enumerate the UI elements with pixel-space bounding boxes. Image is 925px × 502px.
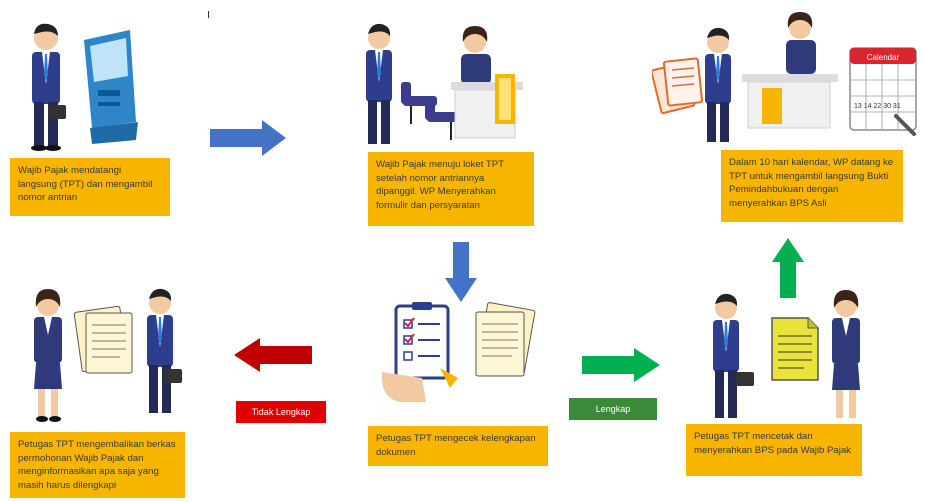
complete-label: Lengkap: [569, 398, 657, 420]
calendar-title: Calendar: [867, 53, 900, 62]
step-5-box: Petugas TPT mengecek kelengkapan dokumen: [368, 426, 548, 466]
queue-kiosk-illustration: [31, 23, 138, 151]
arrow-down-blue: [445, 242, 477, 302]
calendar-numbers: 13 14 22 30 31: [854, 103, 901, 110]
officer-woman-figure: [34, 289, 62, 422]
calendar-icon: Calendar 13 14 22 30 31: [849, 47, 917, 136]
step-6-box: Petugas TPT mencetak dan menyerahkan BPS…: [686, 424, 862, 476]
arrow-right-green: [582, 348, 660, 382]
waiting-chairs: [401, 82, 463, 140]
officer-woman-figure: [786, 12, 816, 74]
step-2-box: Wajib Pajak menuju loket TPT setelah nom…: [368, 152, 534, 226]
service-counter: [451, 74, 523, 139]
pickup-calendar-illustration: Calendar 13 14 22 30 31: [652, 12, 917, 142]
checklist-illustration: [381, 302, 536, 402]
text-cursor-mark: [208, 11, 209, 18]
return-documents-illustration: [34, 288, 182, 422]
arrow-right-blue: [210, 120, 286, 156]
documents-icon: [475, 302, 536, 377]
businessman-figure: [366, 23, 392, 144]
businessman-figure: [31, 23, 66, 151]
step-3-box: Dalam 10 hari kalendar, WP datang ke TPT…: [721, 150, 903, 222]
service-counter: [742, 74, 838, 129]
step-1-box: Wajib Pajak mendatangi langsung (TPT) da…: [10, 158, 170, 216]
businessman-figure: [705, 27, 731, 142]
bps-document-icon: [771, 317, 819, 381]
documents-icon: [73, 305, 133, 374]
officer-woman-figure: [461, 26, 491, 84]
businessman-figure: [147, 288, 182, 413]
documents-icon: [652, 57, 704, 115]
officer-woman-figure: [832, 290, 860, 418]
counter-meeting-illustration: [366, 23, 523, 144]
businessman-figure: [713, 293, 754, 418]
arrow-left-red: [234, 338, 312, 372]
incomplete-label: Tidak Lengkap: [236, 401, 326, 423]
step-4-box: Petugas TPT mengembalikan berkas permoho…: [10, 432, 185, 498]
checklist-clipboard-icon: [381, 302, 458, 402]
arrow-up-green: [772, 238, 804, 298]
kiosk-machine: [84, 30, 138, 144]
handover-bps-illustration: [713, 290, 860, 418]
